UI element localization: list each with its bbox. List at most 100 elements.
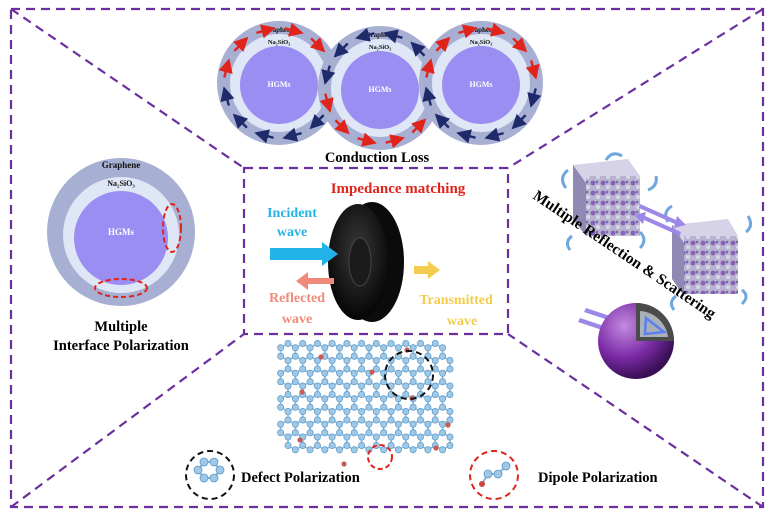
current-arrow: [233, 36, 249, 53]
lattice-atom: [446, 391, 454, 398]
lattice-atom: [380, 429, 388, 437]
lattice-atom: [328, 382, 336, 390]
current-arrow: [309, 113, 325, 130]
lattice-atom: [358, 357, 366, 364]
lattice-atom: [336, 403, 343, 411]
lattice-atom: [431, 433, 439, 441]
lattice-atom: [277, 420, 285, 428]
lattice-atom: [336, 420, 343, 428]
transmitted-label-line1: Transmitted: [419, 293, 493, 308]
lattice-atom: [306, 403, 314, 411]
lattice-atom: [336, 378, 343, 386]
lattice-atom: [365, 378, 373, 386]
current-arrow: [218, 58, 233, 78]
lattice-atom: [306, 420, 314, 428]
lattice-atom: [343, 391, 351, 398]
lattice-atom: [313, 408, 321, 415]
lattice-atom: [358, 408, 366, 415]
lattice-atom: [380, 344, 388, 352]
lattice-atom: [409, 420, 417, 428]
dashed-frame: [9, 7, 765, 509]
lattice-atom: [417, 433, 424, 441]
transmitted-arrow: [414, 261, 440, 279]
ring-hole: [348, 237, 372, 287]
lattice-atom: [284, 433, 292, 441]
current-arrow: [422, 86, 437, 106]
lattice-atom: [277, 395, 285, 403]
center-box: [242, 166, 510, 336]
divider-top-right: [507, 8, 764, 169]
lattice-atom: [439, 378, 447, 386]
lattice-atom: [343, 357, 351, 364]
current-arrow: [486, 22, 506, 37]
lattice-atom: [365, 420, 373, 428]
lattice-atom: [299, 357, 307, 364]
dipole-legend-icon: [469, 450, 519, 500]
incident-label-line2: wave: [277, 225, 307, 240]
interface-title-line1: Multiple: [94, 319, 148, 335]
current-arrow: [321, 65, 336, 85]
lattice-atom: [446, 442, 454, 449]
hgms-label: HGMs: [108, 227, 134, 237]
lattice-atom: [321, 378, 329, 386]
lattice-atom: [424, 369, 432, 377]
lattice-atom: [350, 446, 358, 454]
lattice-atom: [328, 391, 336, 398]
lattice-atom: [394, 429, 402, 437]
lattice-atom: [358, 433, 366, 441]
lattice-atom: [321, 395, 329, 403]
lattice-atom: [277, 352, 285, 360]
lattice-atom: [291, 352, 299, 360]
graphene-label: Graphene: [466, 26, 496, 34]
lattice-defect-highlight: [384, 350, 434, 400]
lattice-atom: [336, 369, 343, 377]
lattice-atom: [439, 369, 447, 377]
lattice-atom: [394, 369, 402, 377]
lattice-atom: [424, 446, 432, 454]
lattice-atom: [439, 344, 447, 352]
lattice-atom: [365, 352, 373, 360]
transmitted-label-line2: wave: [447, 314, 477, 329]
lattice-atom: [372, 357, 380, 364]
lattice-atom: [306, 395, 314, 403]
lattice-atom: [394, 403, 402, 411]
hgm-core: [240, 46, 318, 124]
interface-highlight-right: [162, 203, 182, 253]
hgm-core: [74, 191, 168, 285]
current-arrow: [256, 24, 276, 39]
lattice-atom: [291, 403, 299, 411]
lattice-atom: [394, 395, 402, 403]
lattice-atom: [417, 382, 424, 390]
lattice-atom: [372, 408, 380, 415]
na2sio3-label: Na₂SiO₃: [369, 44, 391, 51]
lattice-atom: [350, 369, 358, 377]
current-arrow: [282, 127, 302, 142]
lattice-atom: [343, 433, 351, 441]
defect-polarization-label: Defect Polarization: [241, 470, 360, 486]
lattice-atom: [277, 403, 285, 411]
lattice-atom: [372, 382, 380, 390]
current-arrow: [484, 127, 504, 142]
interface-title-line2: Interface Polarization: [53, 338, 189, 354]
lattice-atom: [321, 420, 329, 428]
reflected-label-line2: wave: [282, 312, 312, 327]
defect-legend-icon: [185, 450, 235, 500]
lattice-atom: [291, 429, 299, 437]
reflection-scattering-panel: Multiple Reflection & Scattering: [530, 152, 753, 379]
lattice-atom: [313, 391, 321, 398]
lattice-atom: [424, 344, 432, 352]
lattice-atom: [424, 378, 432, 386]
heteroatom: [369, 369, 375, 375]
current-arrow: [458, 24, 478, 39]
current-arrow: [456, 129, 476, 144]
heteroatom: [299, 389, 305, 395]
lattice-atom: [350, 429, 358, 437]
current-arrow: [511, 37, 528, 53]
lattice-atom: [394, 446, 402, 454]
heteroatom: [318, 354, 324, 360]
lattice-atom: [277, 429, 285, 437]
current-arrow: [383, 29, 403, 44]
na2sio3-label: Na₂SiO₃: [107, 179, 135, 188]
